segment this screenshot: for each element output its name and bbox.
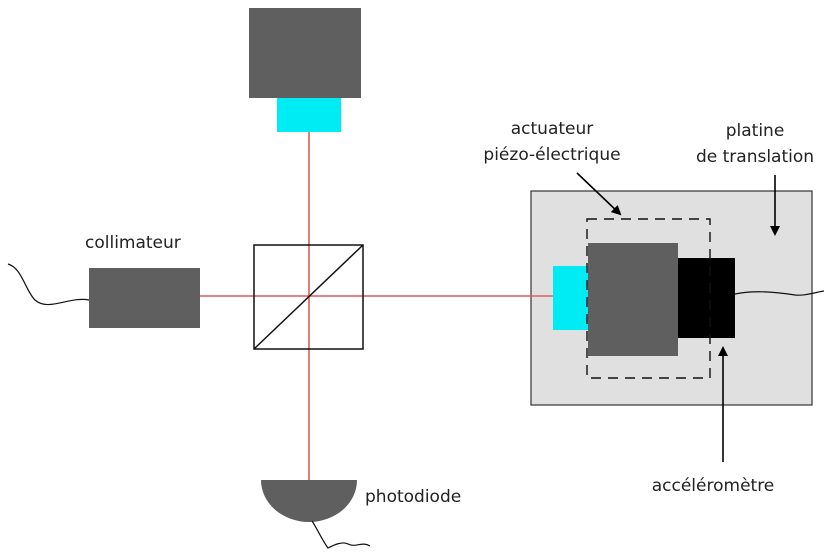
collimator-label: collimateur [85, 233, 181, 253]
actuator-arrow [576, 172, 622, 216]
accelerometer-label: accéléromètre [652, 476, 775, 496]
top-device-body [249, 8, 361, 98]
top-device-lens [277, 98, 341, 132]
stage-label-line2: de translation [696, 147, 814, 167]
actuator-dashed-outline [586, 218, 711, 379]
accelerometer-cable [734, 290, 824, 296]
collimator-fiber [7, 263, 90, 306]
collimator [89, 268, 200, 328]
photodiode-cable [311, 520, 371, 549]
beam-splitter [253, 244, 364, 350]
photodiode-label: photodiode [365, 487, 461, 507]
actuator-label-line1: actuateur [511, 119, 594, 139]
beam-splitter-diagonal [253, 244, 364, 350]
actuator-label-line2: piézo-électrique [483, 145, 620, 165]
photodiode [261, 480, 357, 522]
stage-label-line1: platine [726, 121, 785, 141]
target-mirror [553, 266, 588, 330]
piezo-actuator [588, 243, 678, 356]
accelerometer [678, 258, 735, 338]
